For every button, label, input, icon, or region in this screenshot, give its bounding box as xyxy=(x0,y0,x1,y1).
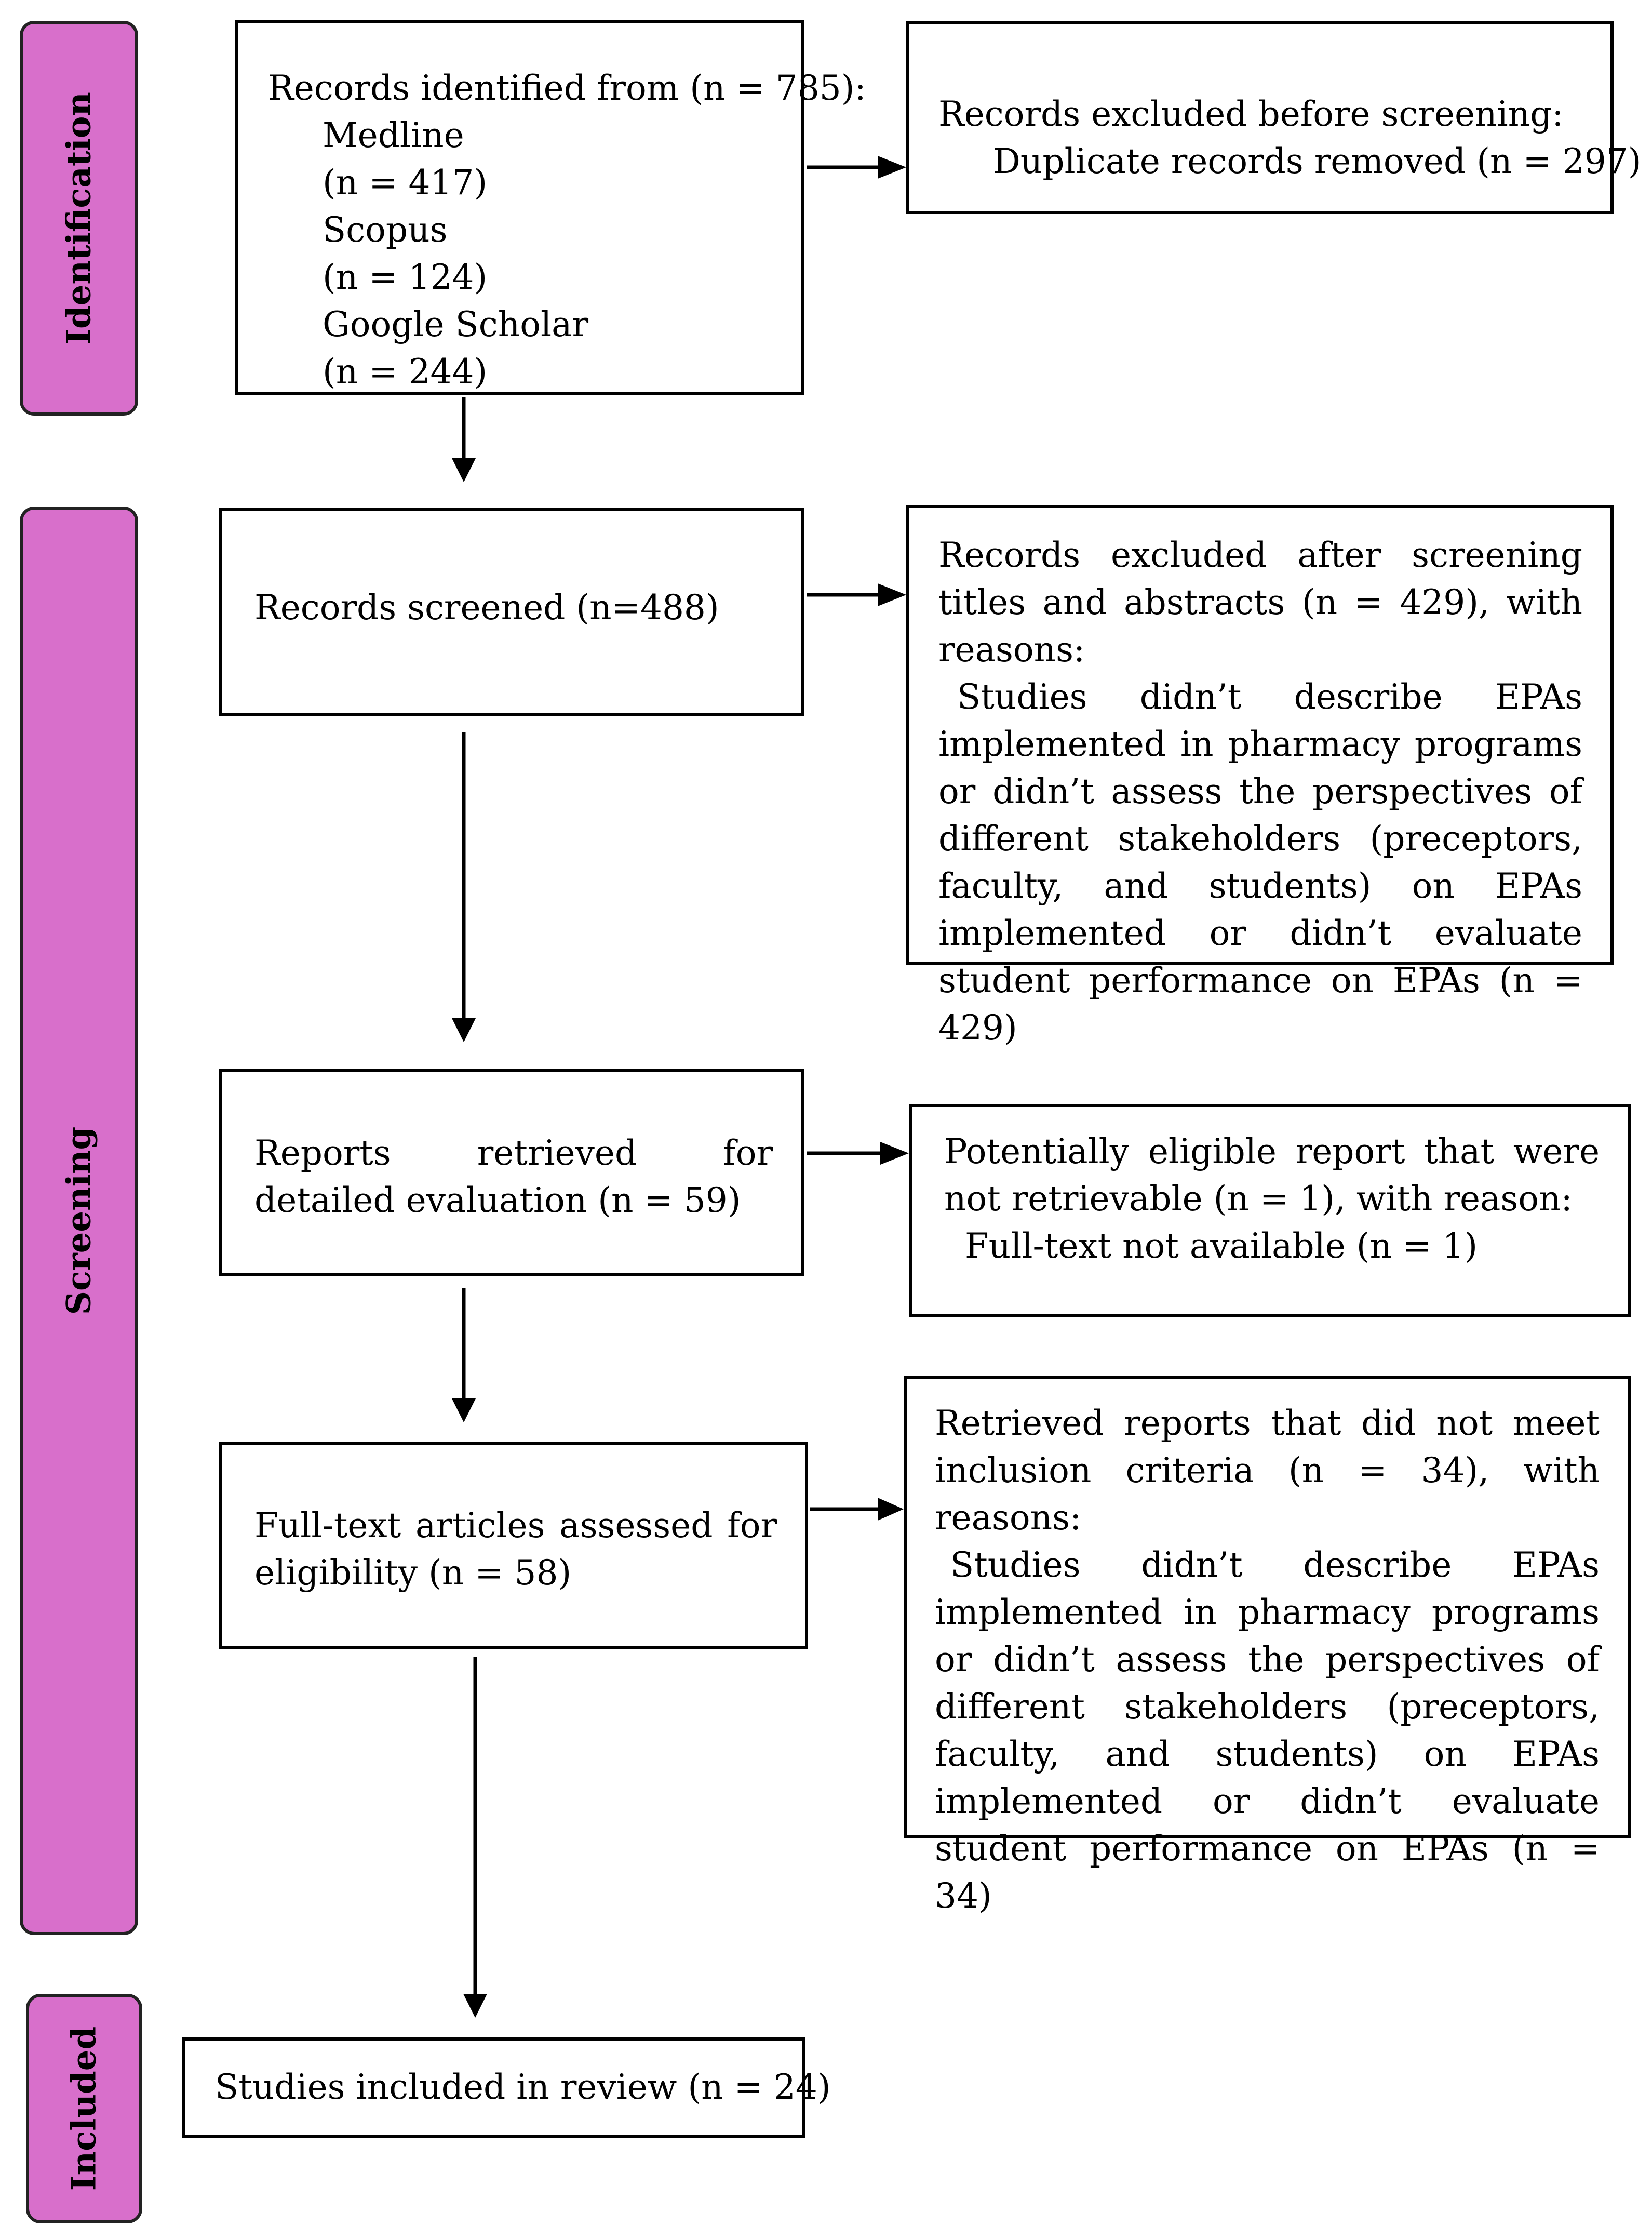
included-text: Studies included in review (n = 24) xyxy=(215,2067,831,2107)
phase-included: Included xyxy=(26,1994,142,2223)
source-name: Medline xyxy=(323,115,464,155)
excluded-before-title: Records excluded before screening: xyxy=(938,94,1564,134)
not-eligible-reason: Studies didn’t describe EPAs implemented… xyxy=(935,1545,1600,1916)
arrowhead xyxy=(452,1018,476,1042)
arrowhead xyxy=(878,583,906,606)
assessed-box: Full-text articles assessed for eligibil… xyxy=(219,1442,808,1649)
phase-identification: Identification xyxy=(20,21,138,416)
records-screened-text: Records screened (n=488) xyxy=(254,588,719,628)
arrowhead xyxy=(878,156,906,179)
not-eligible-box: Retrieved reports that did not meet incl… xyxy=(904,1376,1631,1916)
assessed-text: Full-text articles assessed for eligibil… xyxy=(254,1505,777,1593)
not-retrievable-title: Potentially eligible report that were no… xyxy=(944,1131,1600,1219)
not-retrievable-reason: Full-text not available (n = 1) xyxy=(965,1226,1478,1266)
not-retrievable-box: Potentially eligible report that were no… xyxy=(909,1104,1631,1317)
source-name: Google Scholar xyxy=(323,304,589,344)
not-eligible-title: Retrieved reports that did not meet incl… xyxy=(935,1403,1600,1538)
source-name: Scopus xyxy=(323,210,448,250)
reports-retrieved-text: Reports retrieved for detailed evaluatio… xyxy=(254,1133,773,1220)
excluded-after-title: Records excluded after screening titles … xyxy=(938,535,1582,670)
records-identified-box: Records identified from (n = 785): Medli… xyxy=(235,20,866,395)
reports-retrieved-box: Reports retrieved for detailed evaluatio… xyxy=(219,1069,804,1276)
excluded-before-box: Records excluded before screening: Dupli… xyxy=(906,21,1642,214)
arrowhead xyxy=(452,458,476,482)
arrowhead xyxy=(878,1498,904,1521)
source-count: (n = 244) xyxy=(323,352,488,392)
excluded-after-box: Records excluded after screening titles … xyxy=(906,505,1614,1048)
arrowhead xyxy=(452,1398,476,1422)
excluded-after-reason: Studies didn’t describe EPAs implemented… xyxy=(938,677,1582,1048)
records-screened-box: Records screened (n=488) xyxy=(219,508,804,716)
phase-screening: Screening xyxy=(20,507,138,1935)
arrowhead xyxy=(463,1994,487,2018)
source-count: (n = 124) xyxy=(323,257,488,297)
records-identified-title: Records identified from (n = 785): xyxy=(268,68,866,108)
arrowhead xyxy=(880,1142,909,1165)
included-box: Studies included in review (n = 24) xyxy=(182,2037,831,2138)
excluded-before-detail: Duplicate records removed (n = 297) xyxy=(993,141,1642,181)
source-count: (n = 417) xyxy=(323,163,488,203)
